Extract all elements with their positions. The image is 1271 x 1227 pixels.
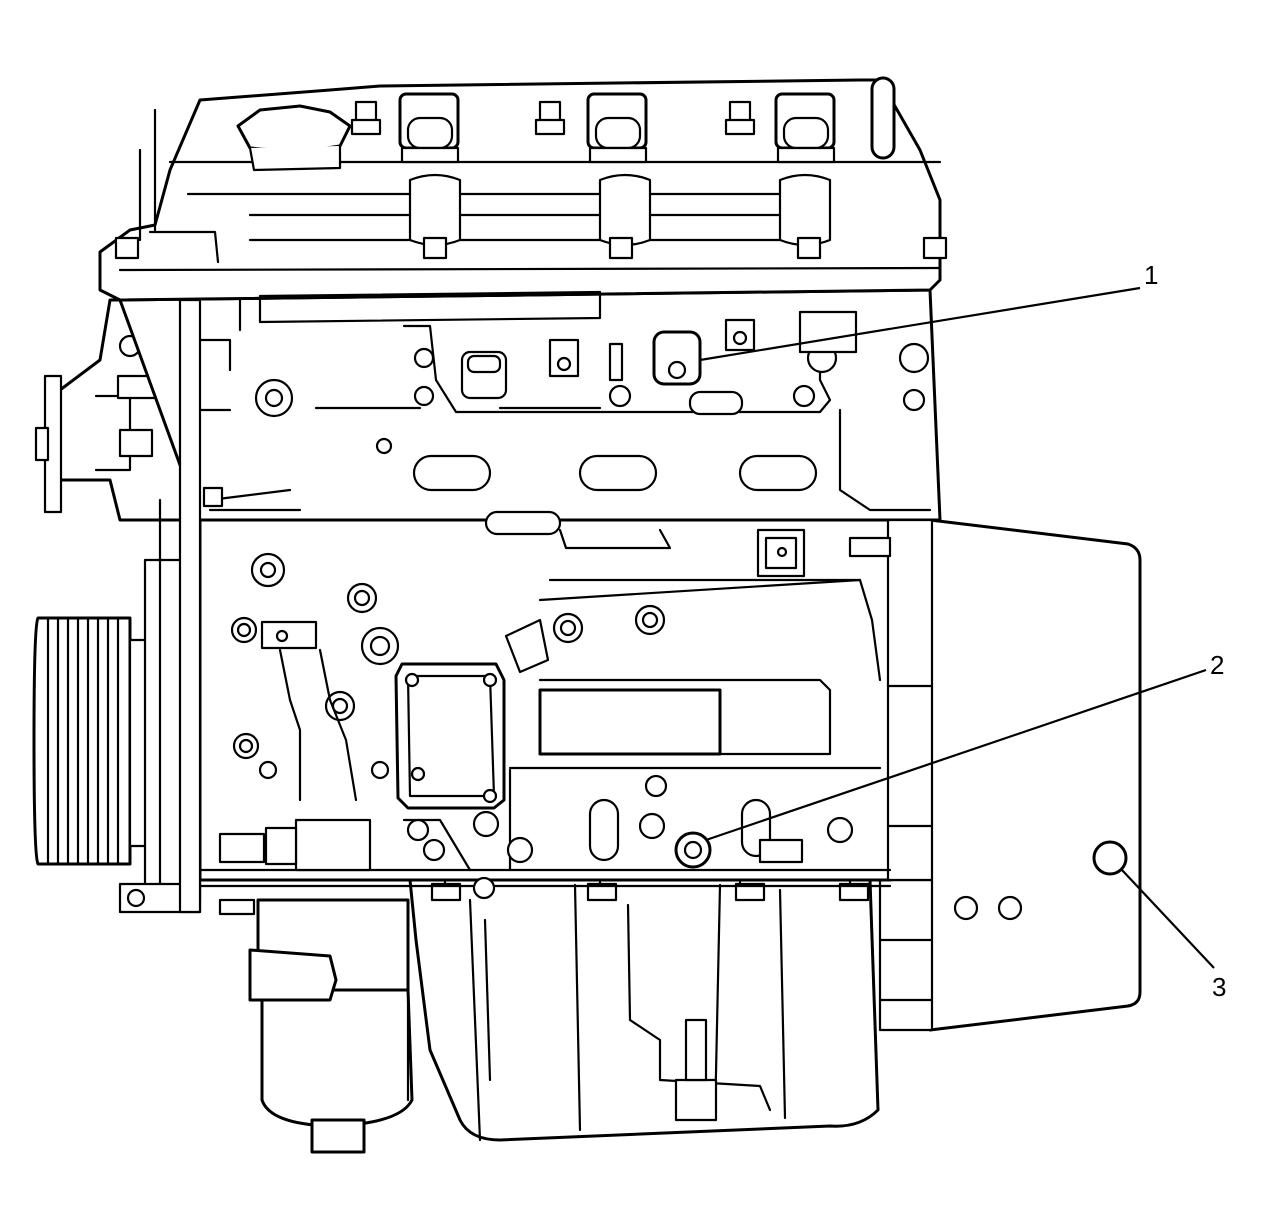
crank-pulley (32, 558, 202, 902)
cover-bolts (114, 236, 948, 260)
callout-label-1: 1 (1144, 260, 1158, 290)
upper-block-detail (198, 290, 932, 536)
valve-cover (98, 76, 948, 302)
engine-block (118, 288, 942, 914)
coil-bolts (350, 100, 756, 136)
oil-pan (408, 878, 934, 1142)
ignition-coil-3 (774, 92, 836, 164)
lower-block-detail (218, 528, 892, 900)
bolt-2 (674, 831, 712, 869)
oil-filter (218, 898, 414, 1154)
callout-3: 3 (1121, 869, 1226, 1002)
callout-2: 2 (705, 650, 1224, 842)
block-bolts (230, 552, 854, 844)
oil-filler-cap (236, 104, 352, 154)
callout-1: 1 (699, 260, 1158, 362)
sensor-1 (652, 330, 702, 386)
callout-label-2: 2 (1210, 650, 1224, 680)
plate-hole-3 (1092, 840, 1128, 876)
engine-mount-plate (928, 518, 1142, 1032)
callout-label-3: 3 (1212, 972, 1226, 1002)
ignition-coil-2 (586, 92, 648, 164)
ignition-coil-1 (398, 92, 460, 164)
